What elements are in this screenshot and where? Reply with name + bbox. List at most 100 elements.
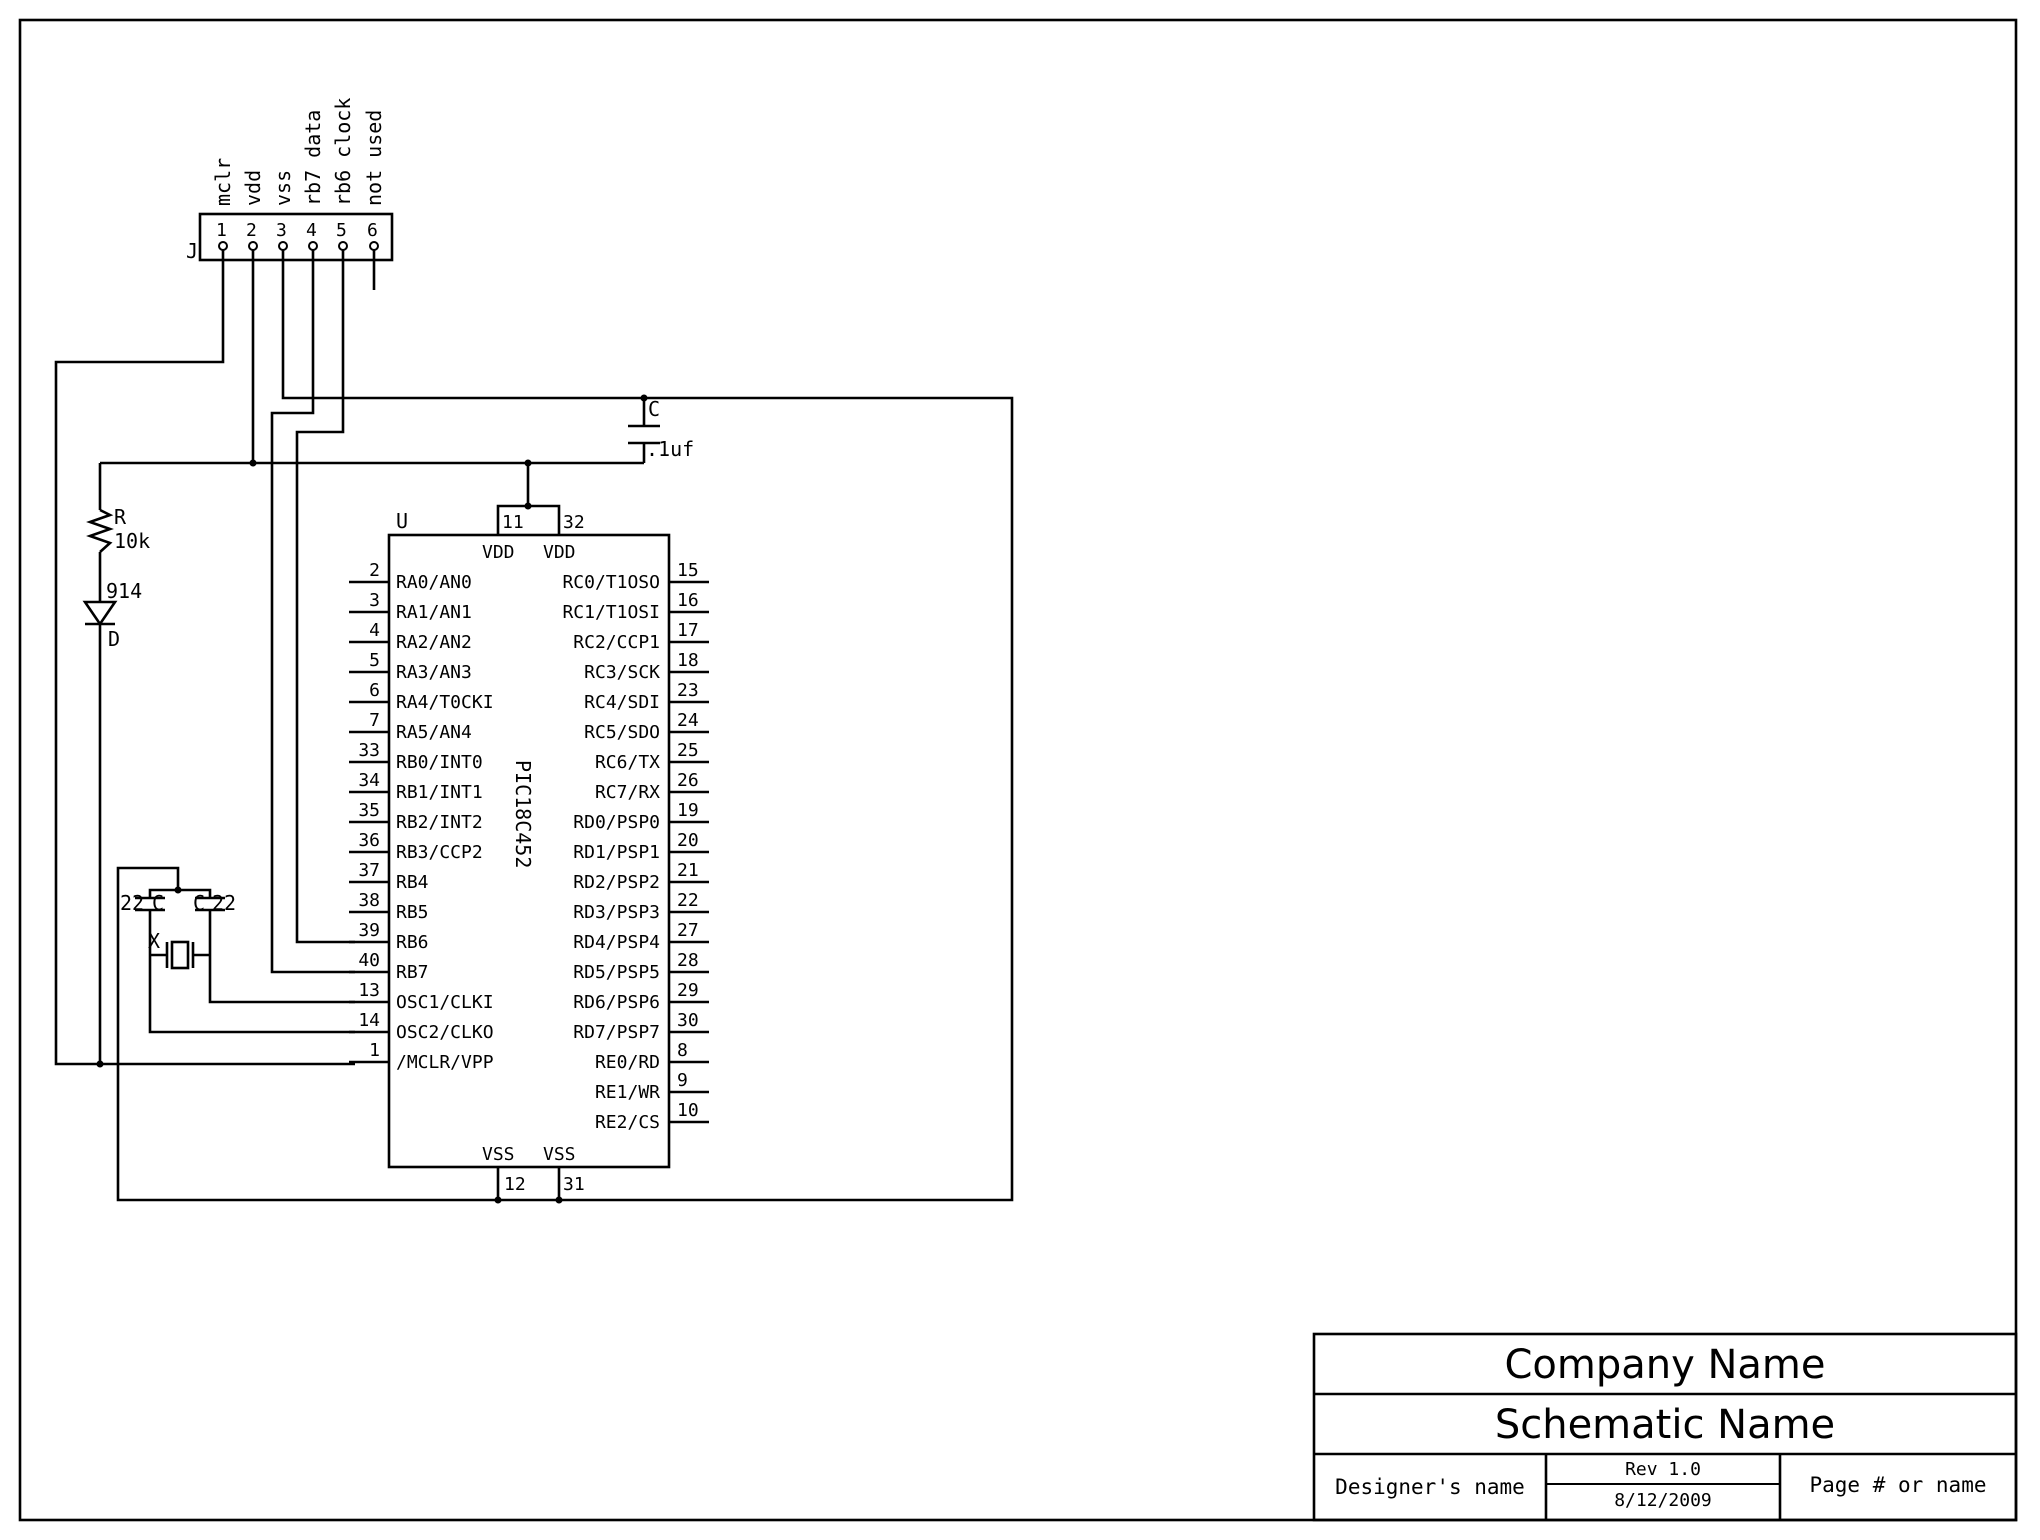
ic-pin-number: 39	[358, 920, 380, 941]
connector-pin-label: rb6 clock	[331, 98, 355, 206]
connector-pin-number: 3	[276, 220, 287, 241]
connector-pin-5[interactable]: 5 rb6 clock	[331, 98, 355, 251]
capacitor-value: 22	[212, 891, 236, 915]
ic-pin-number: 27	[677, 920, 699, 941]
ic-pin-number: 15	[677, 560, 699, 581]
ic-pin-label: RB4	[396, 872, 429, 893]
capacitor-ref: C	[648, 397, 660, 421]
connector-pin-number: 2	[246, 220, 257, 241]
diode-triangle	[82, 600, 118, 627]
ic-pin-number: 18	[677, 650, 699, 671]
wire-ic-vdd	[496, 463, 530, 535]
connector-pin-1[interactable]: 1 mclr	[211, 158, 235, 251]
connector-pin-6[interactable]: 6 not used	[362, 110, 386, 251]
ic-pin-number: 28	[677, 950, 699, 971]
connector-pin-number: 1	[216, 220, 227, 241]
title-block: Company Name Schematic Name Designer's n…	[1312, 1332, 2018, 1522]
connector-contact	[218, 241, 228, 251]
ic-pin-number: 12	[504, 1174, 526, 1195]
ic-pic18c452[interactable]: U PIC18C452 VDD VDD 11 32 VSS VSS 12 31 …	[349, 509, 709, 1195]
ic-pin-label: RD1/PSP1	[573, 842, 660, 863]
ic-vss-label: VSS	[543, 1144, 576, 1165]
ic-pin-number: 21	[677, 860, 699, 881]
capacitor-crystal-left[interactable]: 22 C	[120, 891, 165, 915]
ic-pin-label: RB3/CCP2	[396, 842, 483, 863]
connector-body	[198, 212, 394, 262]
connector-contact	[248, 241, 258, 251]
crystal-body	[170, 940, 190, 970]
resistor-zigzag	[86, 508, 114, 553]
ic-pin-number: 24	[677, 710, 699, 731]
ic-pin-label: RC4/SDI	[584, 692, 660, 713]
connector-pin-4[interactable]: 4 rb7 data	[301, 110, 325, 251]
diode[interactable]: 914 D	[82, 579, 142, 651]
resistor[interactable]: R 10k	[86, 505, 150, 553]
resistor-ref: R	[114, 505, 127, 529]
ic-pin-label: /MCLR/VPP	[396, 1052, 494, 1073]
ic-pin-number: 32	[563, 512, 585, 533]
connector-pin-3[interactable]: 3 vss	[271, 170, 295, 251]
ic-pin-label: RD7/PSP7	[573, 1022, 660, 1043]
capacitor-crystal-right[interactable]: C 22	[193, 891, 236, 915]
designer-name: Designer's name	[1335, 1475, 1525, 1499]
ic-pin-label: RB5	[396, 902, 429, 923]
capacitor-decoupling[interactable]: C .1uf	[628, 397, 694, 461]
ic-pin-label: RB1/INT1	[396, 782, 483, 803]
wire-rb6	[295, 250, 355, 944]
ic-pin-number: 31	[563, 1174, 585, 1195]
junction-dot	[249, 459, 257, 467]
crystal[interactable]: X	[148, 929, 195, 970]
connector-pin-2[interactable]: 2 vdd	[241, 170, 265, 251]
junction-dot	[96, 1060, 104, 1068]
ic-pin-number: 17	[677, 620, 699, 641]
capacitor-ref: C	[193, 891, 205, 915]
ic-pin-label: RB6	[396, 932, 429, 953]
connector-contact	[338, 241, 348, 251]
ic-pin-number: 37	[358, 860, 380, 881]
connector-pin-number: 5	[336, 220, 347, 241]
ic-pin-label: OSC1/CLKI	[396, 992, 494, 1013]
ic-pin-label: RA5/AN4	[396, 722, 472, 743]
ic-pin--mclr-vpp[interactable]: 1/MCLR/VPP	[349, 1040, 494, 1073]
ic-pin-label: RA1/AN1	[396, 602, 472, 623]
connector-pin-label: vss	[271, 170, 295, 206]
ic-pin-label: OSC2/CLKO	[396, 1022, 494, 1043]
ic-pin-label: RA3/AN3	[396, 662, 472, 683]
junction-dot	[524, 502, 532, 510]
